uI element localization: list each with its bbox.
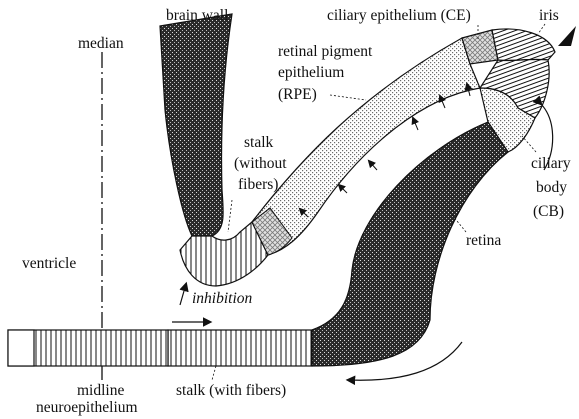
iris-pointer-arrowhead [558,26,576,46]
cup-arrow-4 [413,118,418,130]
label-ciliary-epithelium: ciliary epithelium (CE) [327,7,471,24]
label-inhibition: inhibition [192,290,253,307]
label-rpe-3: (RPE) [278,86,317,103]
label-iris: iris [539,7,559,24]
label-ciliary-body-1: ciliary [531,155,571,172]
label-midline-1: midline [77,382,124,399]
label-stalk-without-1: stalk [244,134,274,151]
label-retina: retina [466,232,501,249]
stalk-fibers-leader [212,366,216,380]
label-median: median [78,35,124,52]
label-stalk-with-fibers: stalk (with fibers) [176,382,286,399]
label-stalk-without-2: (without [234,155,287,172]
cup-arrow-3 [369,161,377,170]
iris-shape [492,29,555,61]
label-rpe-2: epithelium [278,64,344,81]
label-ciliary-body-3: (CB) [533,203,564,220]
label-rpe-1: retinal pigment [278,43,373,60]
stalk-with-fibers-shape [168,330,312,366]
brain-wall-shape [160,14,232,236]
label-stalk-without-3: fibers) [238,176,278,193]
iris-leader [538,24,545,34]
label-ventricle: ventricle [22,255,76,272]
label-ciliary-body-2: body [536,179,567,196]
rpe-leader [330,95,366,100]
midline-left-blank [8,330,34,366]
label-midline-2: neuroepithelium [36,399,138,416]
label-brain-wall: brain wall [166,7,228,24]
stalk-leader [228,200,232,232]
cup-arrow-2 [339,185,347,193]
inhibition-arrow [180,284,186,305]
